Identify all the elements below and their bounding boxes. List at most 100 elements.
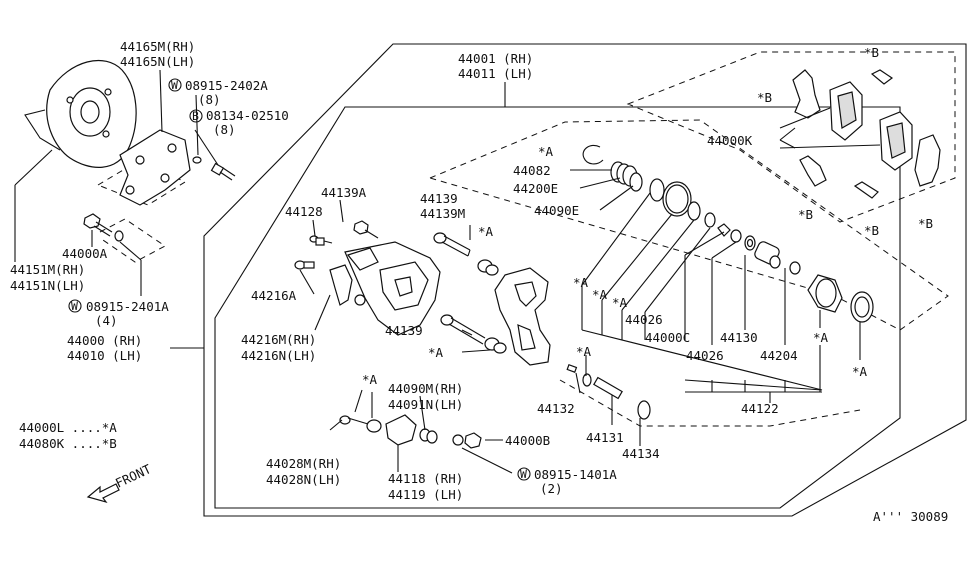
label-44026-a: 44026 xyxy=(625,312,663,327)
label-44118: 44118 (RH) xyxy=(388,471,463,486)
diagram-code: A''' 30089 xyxy=(873,509,948,524)
label-08915-2401a: 08915-2401A xyxy=(86,299,169,314)
label-08915-2402a: 08915-2402A xyxy=(185,78,268,93)
lever-44118 xyxy=(366,414,417,446)
lower-dashed-box xyxy=(559,379,861,427)
mark-a-5: *A xyxy=(592,287,608,302)
caliper-assembly-outline xyxy=(203,43,967,517)
mark-a-10: *A xyxy=(362,372,378,387)
mark-b-4: *B xyxy=(864,223,879,238)
bolt-44000a xyxy=(83,213,113,237)
w-circle-icon xyxy=(168,78,182,92)
label-44139: 44139 xyxy=(420,191,458,206)
return-spring-44090m xyxy=(419,428,438,444)
label-44200e: 44200E xyxy=(513,181,558,196)
caliper-support xyxy=(494,267,551,366)
brake-pad-lower xyxy=(879,111,913,171)
label-44000c: 44000C xyxy=(645,330,690,345)
circle-b-1: B xyxy=(192,109,199,123)
label-44151m: 44151M(RH) xyxy=(10,262,85,277)
washer-44134 xyxy=(637,400,651,420)
label-44134: 44134 xyxy=(622,446,660,461)
mounting-bracket xyxy=(119,129,191,206)
w-circle-icon-3 xyxy=(517,467,531,481)
washer-08915-2401a xyxy=(114,230,124,242)
adjuster-spindle-44130 xyxy=(754,241,781,269)
label-44165n: 44165N(LH) xyxy=(120,54,195,69)
guide-pin-upper xyxy=(433,232,471,257)
bolt-44216a xyxy=(294,260,315,270)
pad-shim-lower xyxy=(914,134,941,187)
label-08134-02510-qty: (8) xyxy=(213,122,236,137)
splash-shield xyxy=(24,60,137,168)
label-44139m: 44139M xyxy=(420,206,465,221)
label-08134-02510: 08134-02510 xyxy=(206,108,289,123)
pad-clip-mid xyxy=(799,155,827,187)
label-44090e: 44090E xyxy=(534,203,579,218)
shaft-44131 xyxy=(593,376,623,400)
mark-a-4: *A xyxy=(573,275,589,290)
mark-a-7: *A xyxy=(813,330,829,345)
label-44122: 44122 xyxy=(741,401,779,416)
b-circle-icon xyxy=(189,109,203,123)
w-circle-icon-2 xyxy=(68,299,82,313)
label-44119: 44119 (LH) xyxy=(388,487,463,502)
front-arrow-icon xyxy=(86,483,120,504)
mark-a-2: *A xyxy=(478,224,494,239)
label-44204: 44204 xyxy=(760,348,798,363)
front-label: FRONT xyxy=(113,461,154,491)
caliper-subassembly-outline xyxy=(214,106,901,509)
piston-seal-ring xyxy=(649,178,716,228)
circle-w-2: W xyxy=(71,299,78,313)
label-08915-1401a-qty: (2) xyxy=(540,481,563,496)
mark-a-3: *A xyxy=(428,345,444,360)
mark-a-6: *A xyxy=(612,295,628,310)
label-44011: 44011 (LH) xyxy=(458,66,533,81)
label-08915-2402a-qty: (8) xyxy=(198,92,221,107)
mark-a-1: *A xyxy=(538,144,554,159)
label-44128: 44128 xyxy=(285,204,323,219)
label-44139-lower: 44139 xyxy=(385,323,423,338)
washer-08915-1401a xyxy=(452,434,464,446)
label-44000b: 44000B xyxy=(505,433,550,448)
parking-bracket xyxy=(329,264,353,306)
bleeder-screw xyxy=(309,235,333,246)
label-44028n: 44028N(LH) xyxy=(266,472,341,487)
circle-w-3: W xyxy=(520,467,527,481)
label-44139a: 44139A xyxy=(321,185,367,200)
mark-b-2: *B xyxy=(757,90,772,105)
bolt-part xyxy=(210,162,236,181)
label-44151n: 44151N(LH) xyxy=(10,278,85,293)
brake-pad-upper xyxy=(829,81,863,141)
pad-shim-upper xyxy=(792,69,821,119)
seal-44090e xyxy=(629,172,643,192)
washer-part xyxy=(192,156,202,164)
ring-44204 xyxy=(789,261,801,275)
label-44026-b: 44026 xyxy=(686,348,724,363)
pin-boot-upper xyxy=(477,259,499,276)
mark-a-8: *A xyxy=(852,364,868,379)
piston xyxy=(807,274,843,313)
guide-pin-lower xyxy=(440,314,486,345)
piston-boot-ring xyxy=(850,291,874,323)
label-08915-1401a: 08915-1401A xyxy=(534,467,617,482)
mark-b-1: *B xyxy=(864,45,879,60)
pad-group-dashed-box xyxy=(626,51,956,223)
caliper-body xyxy=(344,241,441,336)
pin-44132 xyxy=(566,363,592,387)
label-44000: 44000 (RH) xyxy=(67,333,142,348)
label-44082: 44082 xyxy=(513,163,551,178)
label-group: 44001 (RH) 44011 (LH) 44165M(RH) 44165N(… xyxy=(10,39,948,524)
label-44000k: 44000K xyxy=(707,133,753,148)
label-kit-a: 44000L ....*A xyxy=(19,420,117,435)
adjuster-parts xyxy=(717,223,756,251)
pin-boot-lower xyxy=(484,337,507,354)
label-44010: 44010 (LH) xyxy=(67,348,142,363)
piston-boot-44200e xyxy=(610,161,638,187)
dust-seal-ring xyxy=(582,144,604,165)
label-44216m: 44216M(RH) xyxy=(241,332,316,347)
label-44130: 44130 xyxy=(720,330,758,345)
mark-b-3: *B xyxy=(798,207,813,222)
